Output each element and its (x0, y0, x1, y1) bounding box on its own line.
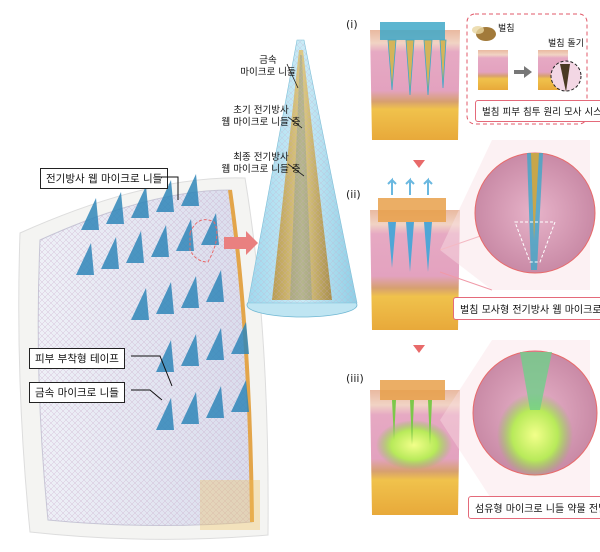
patch-needle (231, 380, 249, 412)
patch-needle (126, 231, 144, 263)
patch-needle (156, 282, 174, 314)
zoom-circle-iii (440, 340, 598, 500)
patch-needle (181, 174, 199, 206)
magnify-arrow (224, 231, 258, 255)
cone-label-initial: 초기 전기방사 웹 마이크로 니들 층 (206, 105, 316, 129)
patch-needle (131, 288, 149, 320)
bee-arrow (514, 66, 532, 78)
patch-needle (76, 243, 94, 275)
bee-box-caption: 벌침 피부 침투 원리 모사 시스템 (475, 100, 600, 122)
patch-needle (131, 186, 149, 218)
patch-needles (76, 174, 249, 430)
cone-label-metal-2: 마이크로 니들 (240, 66, 296, 78)
patch-needle (81, 198, 99, 230)
stage-arrow-1 (413, 152, 425, 168)
step-ii: (ii) (346, 188, 361, 201)
cone-label-metal: 금속 마이크로 니들 (228, 55, 308, 79)
caption-fiber-delivery: 섬유형 마이크로 니들 약물 전달 (468, 496, 600, 519)
label-metal-needle: 금속 마이크로 니들 (29, 382, 125, 403)
cone-label-metal-1: 금속 (259, 55, 277, 66)
patch-needle (151, 225, 169, 257)
label-patch-tape: 피부 부착형 테이프 (29, 348, 125, 369)
cone-label-final: 최종 전기방사 웹 마이크로 니들 층 (206, 152, 316, 176)
patch-needle (181, 392, 199, 424)
patch-needle (206, 386, 224, 418)
step-iii: (iii) (346, 372, 364, 385)
needle-cone (246, 39, 358, 318)
patch-needle (231, 322, 249, 354)
skin-block-iii (370, 380, 460, 515)
bee-box (466, 13, 588, 125)
label-web-needle: 전기방사 웹 마이크로 니들 (40, 168, 169, 189)
patch-needle (156, 398, 174, 430)
skin-block-ii (370, 177, 460, 330)
skin-block-i (370, 22, 460, 140)
bee-stinger-label: 벌침 (498, 24, 515, 34)
patch-needle (156, 340, 174, 372)
patch-needle (201, 213, 219, 245)
patch-needle (106, 192, 124, 224)
patch-needle (206, 270, 224, 302)
caption-bee-mimic: 벌침 모사형 전기방사 웹 마이크로 니들 (453, 297, 600, 320)
patch-needle (101, 237, 119, 269)
zoom-circle-ii (439, 140, 596, 291)
patch-needle (181, 334, 199, 366)
stage-arrow-2 (413, 337, 425, 353)
bee-barb-label: 벌침 돌기 (548, 39, 584, 49)
cone-label-final-1: 최종 전기방사 (233, 152, 289, 163)
zoom-outline (189, 219, 218, 263)
cone-label-initial-2: 웹 마이크로 니들 층 (221, 116, 301, 128)
patch-needle (181, 276, 199, 308)
cone-label-initial-1: 초기 전기방사 (233, 105, 289, 116)
cone-label-final-2: 웹 마이크로 니들 층 (221, 163, 301, 175)
step-i: (i) (346, 18, 358, 31)
patch-needle (206, 328, 224, 360)
patch-needle (156, 180, 174, 212)
